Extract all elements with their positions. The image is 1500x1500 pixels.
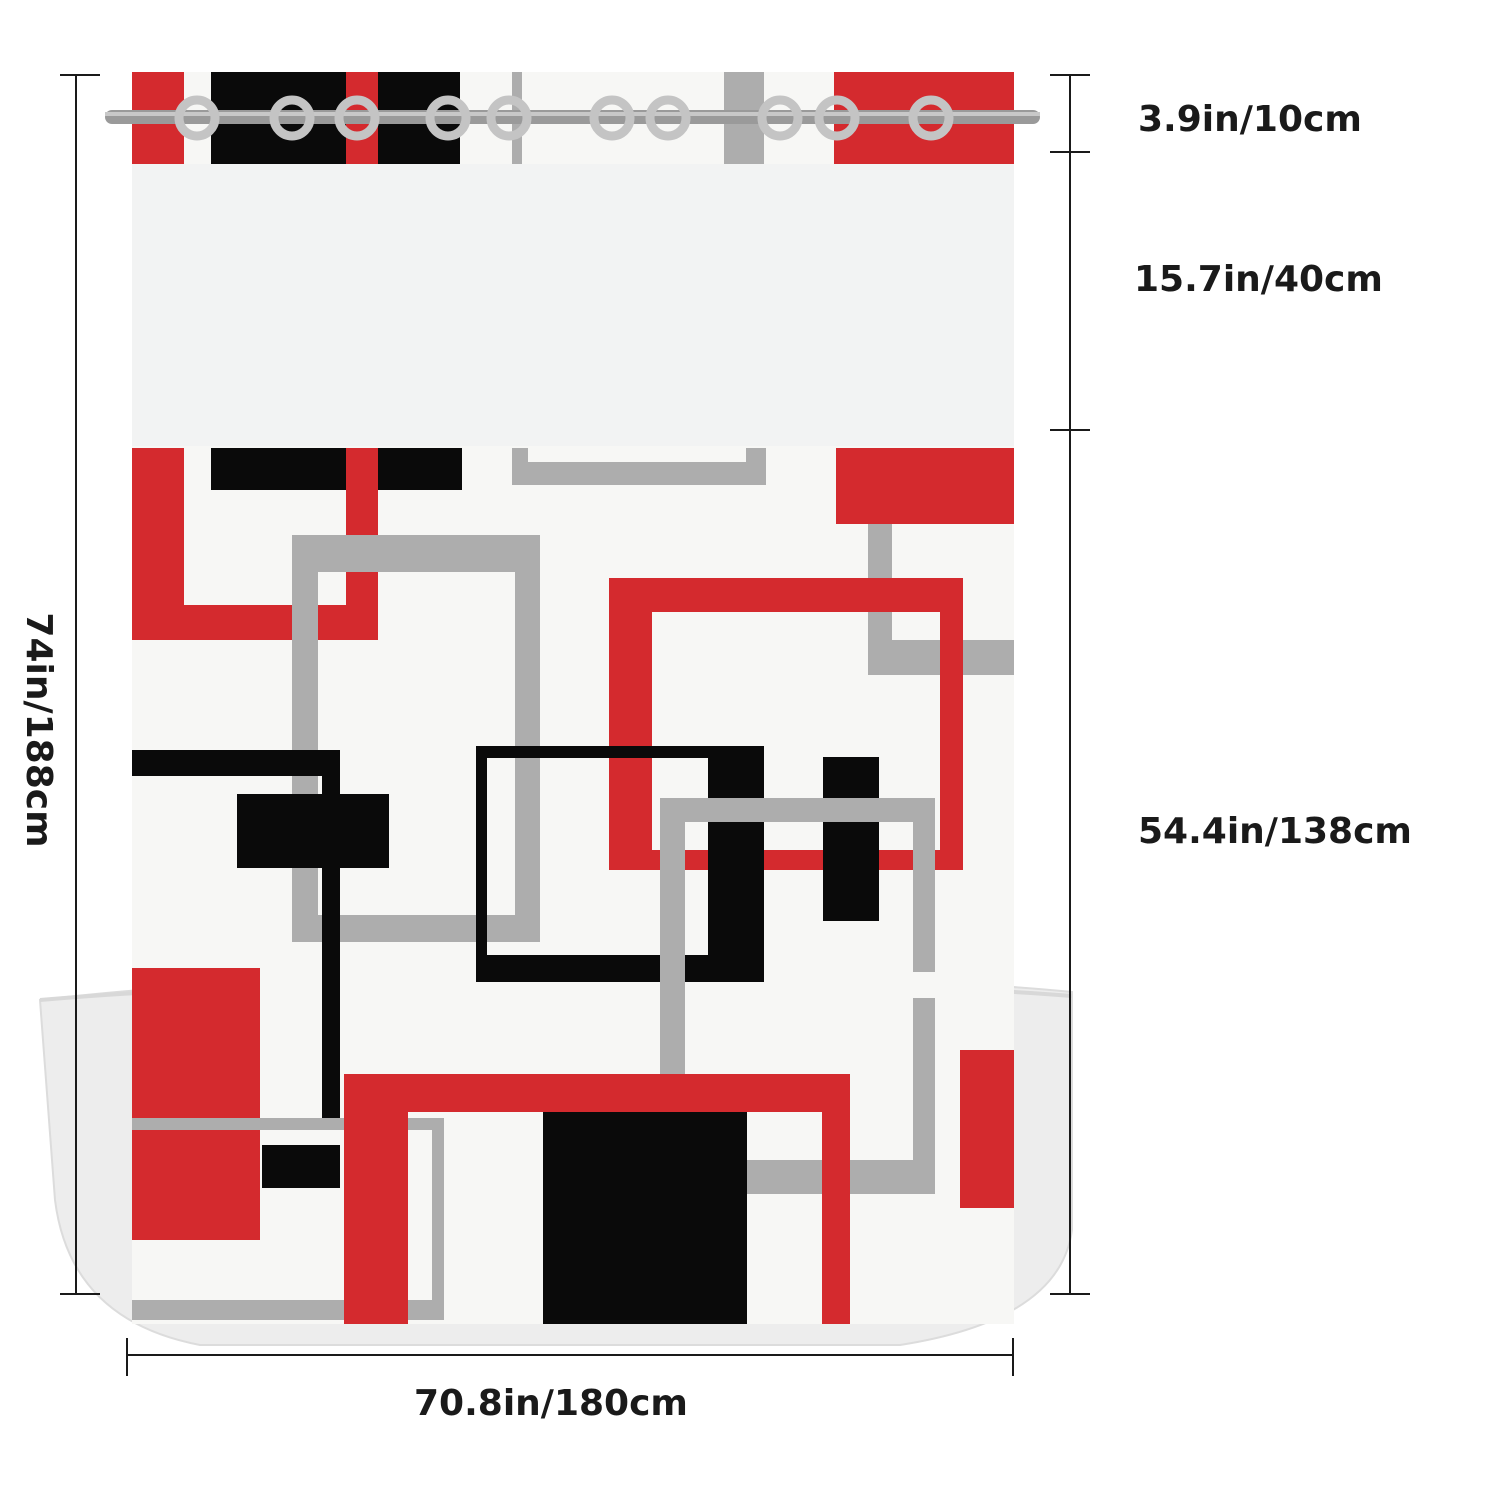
pattern-body-dimension-label: 54.4in/138cm: [1138, 811, 1412, 852]
mesh-window-dimension-label: 15.7in/40cm: [1134, 259, 1383, 300]
width-dimension-label: 70.8in/180cm: [414, 1383, 688, 1424]
geometric-pattern: [132, 448, 1014, 1324]
total-height-dimension-label: 74in/188cm: [18, 612, 59, 848]
curtain-rod: [105, 110, 1040, 124]
mesh-window: [132, 164, 1014, 446]
dimension-lines: [60, 74, 1090, 1376]
grommet-rings: [174, 95, 954, 141]
top-band-dimension-label: 3.9in/10cm: [1138, 99, 1362, 140]
